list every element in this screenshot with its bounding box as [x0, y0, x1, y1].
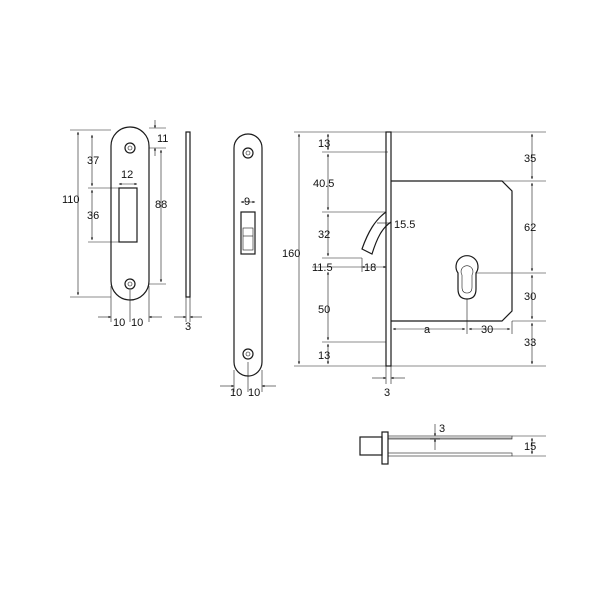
dim-top-offset: 37 — [87, 155, 99, 167]
dim-hook-throw: 15.5 — [394, 219, 415, 231]
dim-half-width-left: 10 — [113, 317, 125, 329]
dim-forend-half-right: 10 — [248, 387, 260, 399]
strike-slot — [118, 187, 138, 243]
strike-plate-side — [185, 131, 191, 298]
hook-bolt-shape — [361, 211, 392, 255]
strike-plate-outline — [110, 126, 150, 301]
dim-half-width-right: 10 — [131, 317, 143, 329]
dim-bolt-height: 15 — [524, 441, 536, 453]
hook-bolt — [242, 227, 254, 251]
dim-forend-to-body: 18 — [364, 262, 376, 274]
dim-slot-height: 36 — [87, 210, 99, 222]
dim-slot-width: 12 — [121, 169, 133, 181]
dim-bolt-width: 9 — [244, 196, 250, 208]
screw-hole-icon — [124, 142, 136, 154]
forend-outline — [233, 133, 263, 377]
lock-body-view: 160 13 40.5 32 50 13 15.5 11.5 18 3 — [282, 131, 546, 399]
dim-forend-thickness: 3 — [384, 387, 390, 399]
bolt-opening — [240, 211, 256, 255]
dim-case-top: 35 — [524, 153, 536, 165]
dim-hook-to-bottom: 50 — [318, 304, 330, 316]
cylinder-hole — [455, 255, 479, 300]
dim-top-to-hook: 13 — [318, 138, 330, 150]
lock-case — [391, 180, 513, 322]
dim-top-margin: 11 — [157, 133, 168, 145]
dim-hook-height: 32 — [318, 229, 330, 241]
dim-case-to-cylinder: 62 — [524, 222, 536, 234]
dim-cylinder-offset: 30 — [481, 324, 493, 336]
forend-view: 9 10 10 — [220, 133, 276, 399]
bolt-bar-bottom — [387, 452, 513, 457]
dim-cylinder-depth: 30 — [524, 291, 536, 303]
dim-plate-thickness: 3 — [185, 321, 191, 333]
dim-case-bottom: 33 — [524, 337, 536, 349]
dim-overall-height: 160 — [282, 248, 300, 260]
dim-bolt-offset: 3 — [439, 423, 445, 435]
dim-hook-offset: 40.5 — [313, 178, 334, 190]
strike-plate-view: 110 37 36 12 11 88 10 10 3 — [62, 120, 202, 333]
lock-forend-plate — [385, 131, 392, 367]
bolt-side-plate — [381, 431, 389, 465]
dim-forend-half-left: 10 — [230, 387, 242, 399]
screw-hole-icon — [242, 348, 254, 360]
bolt-bar-top — [387, 435, 513, 440]
dim-backset: a — [424, 324, 431, 336]
bolt-stub — [359, 436, 383, 456]
dim-total-height: 110 — [62, 194, 80, 206]
dim-hole-spacing: 88 — [155, 199, 167, 211]
bolt-side-view: 3 15 — [359, 423, 546, 465]
dim-hook-gap: 11.5 — [312, 262, 333, 274]
screw-hole-icon — [124, 278, 136, 290]
screw-hole-icon — [242, 147, 254, 159]
dim-bottom-margin: 13 — [318, 350, 330, 362]
